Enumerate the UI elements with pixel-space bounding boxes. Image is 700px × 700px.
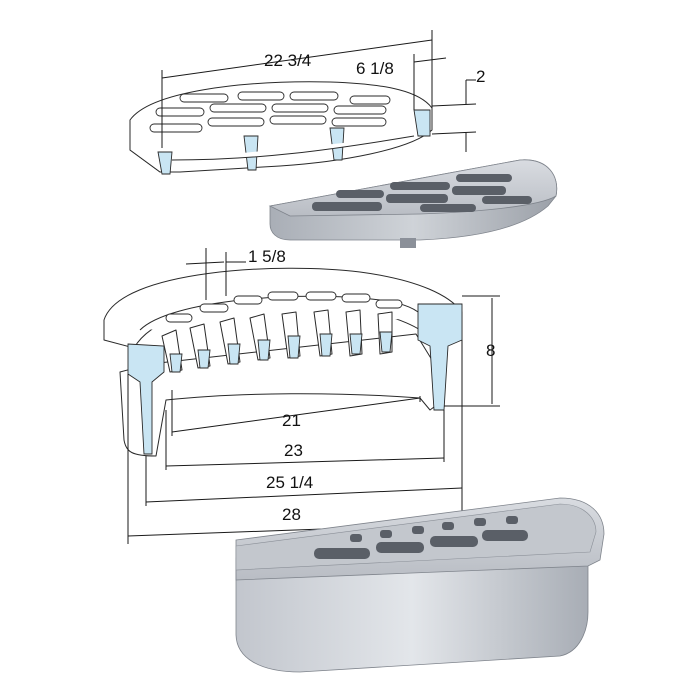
frame-section-drawing bbox=[103, 267, 463, 457]
grate-3d-slots bbox=[312, 174, 532, 212]
dim-frame-height: 8 bbox=[486, 341, 495, 360]
dim-top-height: 2 bbox=[476, 67, 485, 86]
grate-section-drawing bbox=[129, 81, 433, 175]
dim-outer-28: 28 bbox=[282, 505, 301, 524]
top-dimension-lines bbox=[161, 30, 477, 152]
frame-top-slots bbox=[165, 291, 403, 323]
dim-top-width: 22 3/4 bbox=[264, 51, 311, 70]
frame-section-cuts bbox=[127, 303, 463, 455]
dim-outer-25: 25 1/4 bbox=[266, 473, 313, 492]
frame-3d-slots bbox=[314, 516, 528, 559]
dim-inner-21: 21 bbox=[282, 411, 301, 430]
dim-slot-width: 1 5/8 bbox=[248, 247, 286, 266]
dim-top-rim: 6 1/8 bbox=[356, 59, 394, 78]
dim-inner-23: 23 bbox=[284, 441, 303, 460]
frame-3d-render bbox=[235, 497, 605, 673]
grate-slots bbox=[149, 91, 391, 133]
grate-3d-render bbox=[268, 159, 558, 248]
